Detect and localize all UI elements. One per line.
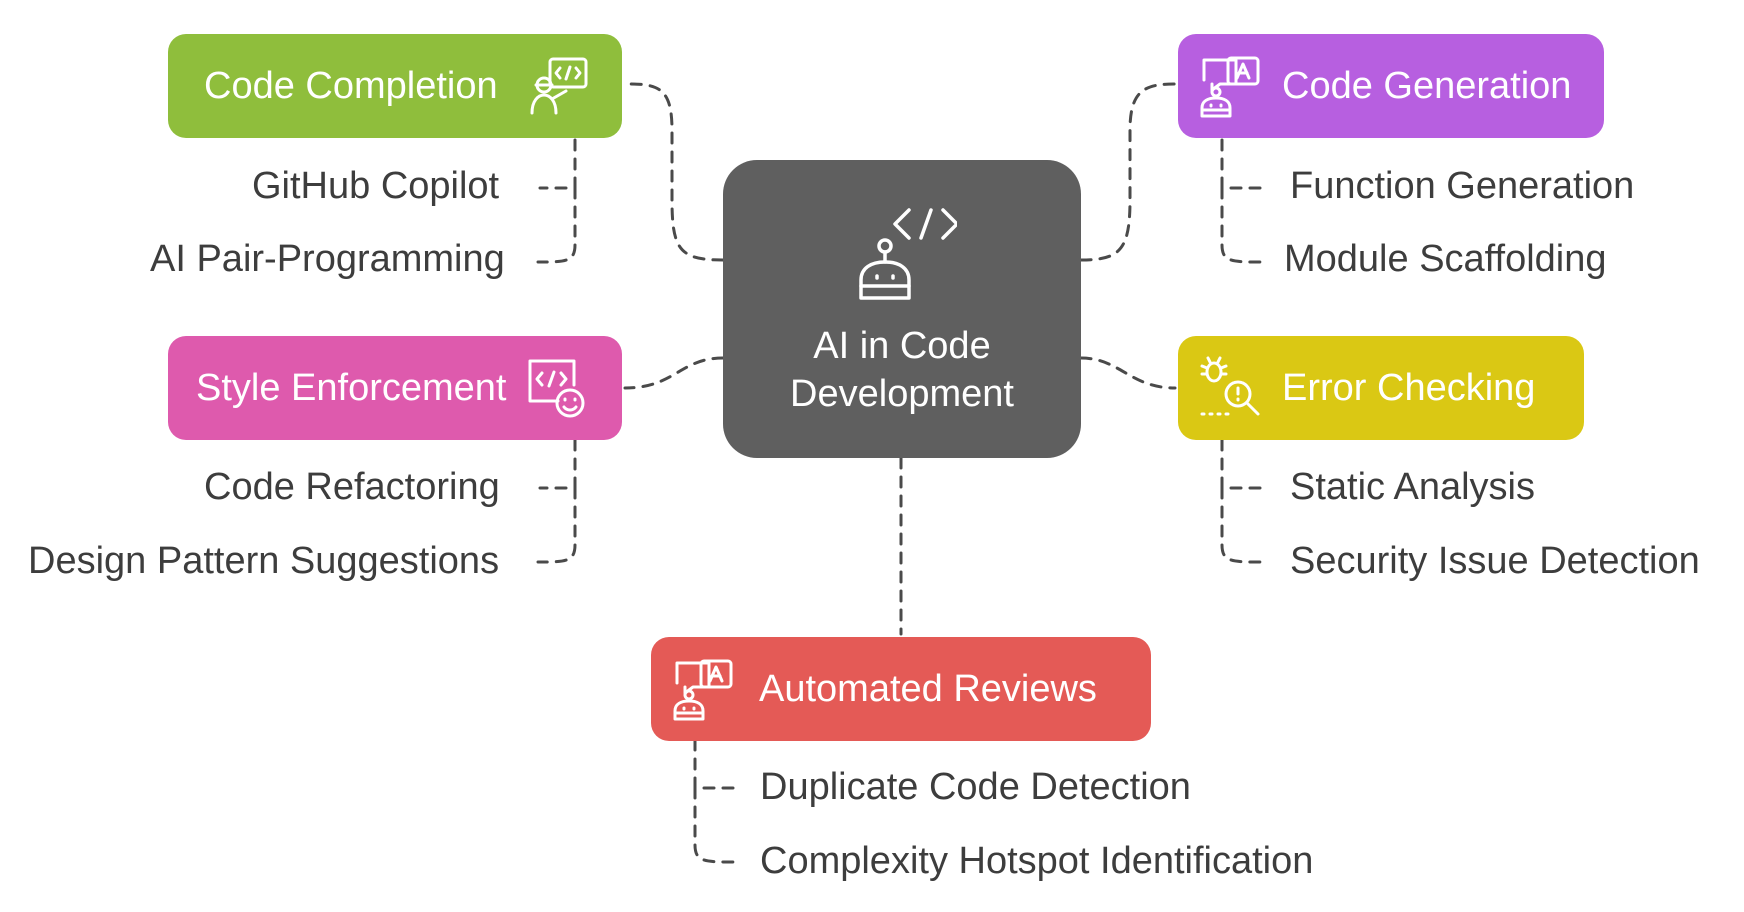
connector-style-enforcement — [623, 356, 725, 390]
connector-module-scaffolding — [1220, 186, 1264, 264]
item-static-analysis: Static Analysis — [1290, 466, 1535, 508]
item-function-generation: Function Generation — [1290, 165, 1635, 207]
item-code-refactoring: Code Refactoring — [204, 466, 500, 508]
connector-complexity-hotspot — [693, 786, 737, 864]
branch-code-generation: Code Generation — [1178, 34, 1604, 138]
center-node: AI in Code Development — [723, 160, 1081, 458]
item-security-issue-detection: Security Issue Detection — [1290, 540, 1700, 582]
branch-automated-reviews-title: Automated Reviews — [759, 667, 1097, 710]
connector-duplicate-code — [693, 738, 737, 790]
connector-ai-pair-programming — [536, 186, 577, 264]
robot-code-icon — [859, 208, 957, 300]
item-module-scaffolding: Module Scaffolding — [1284, 238, 1607, 280]
connector-code-completion — [628, 82, 725, 262]
item-complexity-hotspot-identification: Complexity Hotspot Identification — [760, 840, 1314, 882]
item-github-copilot: GitHub Copilot — [252, 165, 500, 207]
connector-code-generation — [1079, 82, 1177, 262]
branch-style-enforcement: Style Enforcement — [168, 336, 622, 440]
branch-error-checking: Error Checking — [1178, 336, 1584, 440]
connector-design-pattern — [536, 486, 577, 564]
connector-code-refactoring — [538, 438, 577, 490]
coder-icon — [530, 57, 588, 115]
branch-code-completion-title: Code Completion — [204, 64, 498, 107]
connector-static-analysis — [1220, 438, 1264, 490]
connector-github-copilot — [538, 138, 577, 190]
item-ai-pair-programming: AI Pair-Programming — [150, 238, 505, 280]
code-window-face-icon — [528, 359, 585, 418]
center-title: AI in Code Development — [790, 325, 1014, 415]
connector-function-generation — [1220, 138, 1264, 190]
robot-chat-icon — [673, 659, 733, 721]
branch-automated-reviews: Automated Reviews — [651, 637, 1151, 741]
item-design-pattern-suggestions: Design Pattern Suggestions — [28, 540, 500, 582]
branch-code-generation-title: Code Generation — [1282, 64, 1572, 107]
robot-chat-icon — [1200, 56, 1260, 118]
branch-error-checking-title: Error Checking — [1282, 366, 1536, 409]
connector-error-checking — [1079, 356, 1177, 390]
item-duplicate-code-detection: Duplicate Code Detection — [760, 766, 1191, 808]
branch-style-enforcement-title: Style Enforcement — [196, 366, 507, 409]
connector-security-issue — [1220, 486, 1264, 564]
branch-code-completion: Code Completion — [168, 34, 622, 138]
bug-search-icon — [1200, 356, 1260, 416]
